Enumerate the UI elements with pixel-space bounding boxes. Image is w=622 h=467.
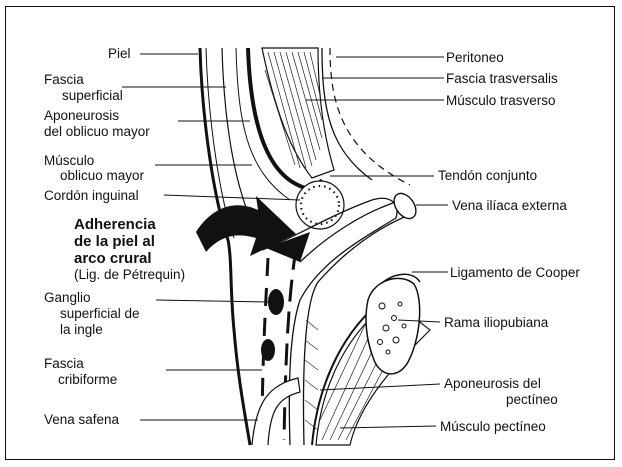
label-rama-iliopubiana: Rama iliopubiana [444,315,548,330]
label-fascia-cribiforme-2: cribiforme [58,372,117,387]
label-vena-safena: Vena safena [44,412,119,427]
label-peritoneo: Peritoneo [446,50,504,65]
label-adherencia-2: de la piel al [74,233,155,250]
label-musculo-trasverso: Músculo trasverso [446,93,556,108]
label-aponeurosis-oblicuo-1: Aponeurosis [44,108,119,123]
label-ganglio-2: superficial de [60,306,140,321]
label-tendon-conjunto: Tendón conjunto [438,168,537,183]
label-vena-iliaca: Vena ilíaca externa [452,198,567,213]
label-piel: Piel [108,46,131,61]
label-adherencia-3: arco crural [74,250,152,267]
label-aponeurosis-pectineo-1: Aponeurosis del [444,376,541,391]
lymph-node-1 [268,289,284,315]
peritoneum-line [330,48,410,185]
label-musculo-oblicuo-1: Músculo [44,153,94,168]
label-cordon-inguinal: Cordón inguinal [44,188,139,203]
label-adherencia-1: Adherencia [74,216,156,233]
label-aponeurosis-oblicuo-2: del oblicuo mayor [44,124,150,139]
label-musculo-pectineo: Músculo pectíneo [440,419,546,434]
iliopubic-ramus [366,278,420,373]
label-fascia-cribiforme-1: Fascia [44,356,84,371]
label-musculo-oblicuo-2: oblicuo mayor [60,168,144,183]
label-lig-petrequin: (Lig. de Pétrequin) [74,267,185,282]
label-fascia-trasversalis: Fascia trasversalis [446,71,558,86]
label-ganglio-1: Ganglio [44,290,91,305]
label-aponeurosis-pectineo-2: pectíneo [506,392,558,407]
label-ganglio-3: la ingle [60,322,103,337]
vein-opening [390,189,421,222]
label-fascia-superficial-1: Fascia [44,72,84,87]
saphenous-vein [252,378,300,445]
lymph-node-2 [261,339,275,361]
label-ligamento-cooper: Ligamento de Cooper [450,265,580,280]
inguinal-cord [296,181,344,229]
label-fascia-superficial-2: superficial [62,88,123,103]
